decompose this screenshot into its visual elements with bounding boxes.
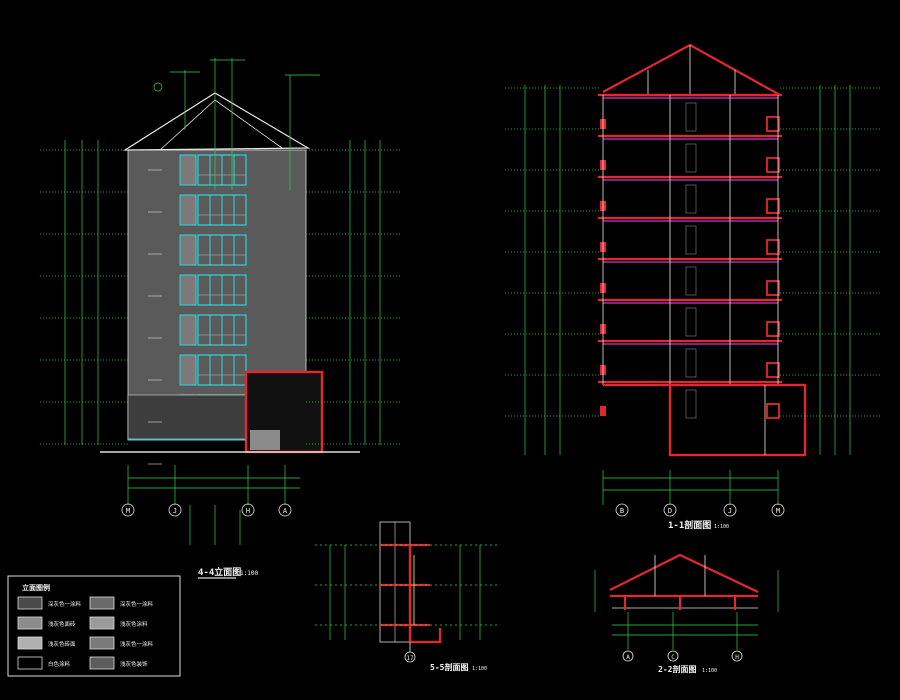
door-opening bbox=[685, 307, 697, 337]
balcony-cut bbox=[766, 280, 780, 296]
elevation-wall-panel bbox=[179, 314, 197, 346]
section-1-title: 1-1剖面图 bbox=[668, 519, 711, 531]
section-2-scale: 1:100 bbox=[702, 668, 717, 674]
legend-swatch bbox=[89, 636, 115, 650]
elevation-wall-panel bbox=[179, 354, 197, 386]
section-1-floor-slabs bbox=[598, 93, 782, 419]
elevation-leaders bbox=[153, 58, 320, 190]
legend-label: 浅灰色涂料 bbox=[120, 620, 148, 628]
elevation-bottom-dimensions bbox=[127, 465, 300, 545]
section-2-dimensions bbox=[594, 570, 779, 650]
elevation-title: 4-4立面图 bbox=[198, 566, 241, 578]
balcony-cut bbox=[766, 198, 780, 214]
legend-label: 浅灰色一涂料 bbox=[120, 640, 154, 648]
axis-label: J bbox=[173, 507, 177, 515]
elevation-scale: 1:100 bbox=[240, 570, 258, 577]
door-opening bbox=[685, 184, 697, 214]
elevation-grid-axes: M J H A bbox=[121, 503, 292, 517]
elevation-roof bbox=[122, 92, 311, 151]
legend-swatch bbox=[89, 656, 115, 670]
section-1-dimension-lines bbox=[505, 85, 880, 455]
axis-label: J bbox=[728, 507, 732, 515]
section-5-title: 5-5剖面图 bbox=[430, 662, 468, 672]
axis-label: D bbox=[668, 507, 672, 515]
balcony-cut bbox=[766, 157, 780, 173]
section-5-drawing: 17 5-5剖面图 1:100 bbox=[315, 521, 500, 672]
elevation-wall-panel bbox=[179, 194, 197, 226]
lintel-cut bbox=[600, 406, 606, 416]
balcony-cut bbox=[766, 239, 780, 255]
legend-label: 深灰色一涂料 bbox=[48, 600, 82, 608]
door-opening bbox=[685, 225, 697, 255]
axis-label: C bbox=[671, 654, 675, 661]
axis-label: 17 bbox=[406, 655, 414, 662]
elevation-floor-level-marks bbox=[40, 149, 400, 465]
legend-swatch bbox=[89, 616, 115, 630]
elevation-dimension-lines bbox=[64, 140, 381, 445]
door-opening bbox=[685, 143, 697, 173]
elevation-wall-panel bbox=[179, 234, 197, 266]
axis-label: H bbox=[735, 654, 739, 661]
elevation-roof-inner bbox=[159, 99, 283, 151]
axis-label: B bbox=[620, 507, 624, 515]
elevation-wall-panel bbox=[179, 274, 197, 306]
legend-label: 浅灰色装饰 bbox=[120, 660, 148, 668]
axis-label: H bbox=[246, 507, 250, 515]
section-1-grid-axes: B D J M bbox=[615, 503, 785, 517]
axis-label: A bbox=[283, 507, 288, 515]
section-1-drawing: B D J M 1-1剖面图 1:100 bbox=[505, 43, 880, 531]
legend-swatch bbox=[17, 616, 43, 630]
legend-label: 浅灰色面砖 bbox=[48, 620, 76, 628]
legend-label: 白色涂料 bbox=[48, 660, 71, 668]
legend-panel: 立面图例 深灰色一涂料深灰色一涂料浅灰色面砖浅灰色涂料浅灰色砖面浅灰色一涂料白色… bbox=[7, 575, 181, 677]
legend-swatch bbox=[17, 656, 43, 670]
axis-label: M bbox=[126, 507, 130, 515]
legend-swatch bbox=[17, 636, 43, 650]
balcony-cut bbox=[766, 116, 780, 132]
section-2-drawing: A C H 2-2剖面图 1:100 bbox=[594, 553, 779, 674]
section-1-basement bbox=[668, 383, 807, 457]
axis-label: M bbox=[776, 507, 780, 515]
section-1-roof bbox=[602, 43, 781, 96]
door-opening bbox=[685, 348, 697, 378]
elevation-ground-base bbox=[127, 394, 247, 440]
elevation-wall-panel bbox=[179, 154, 197, 186]
door-opening bbox=[685, 266, 697, 296]
legend-label: 浅灰色砖面 bbox=[48, 640, 76, 648]
legend-swatch bbox=[17, 596, 43, 610]
section-1-scale: 1:100 bbox=[714, 524, 729, 530]
axis-label: A bbox=[626, 654, 630, 661]
legend-items: 深灰色一涂料深灰色一涂料浅灰色面砖浅灰色涂料浅灰色砖面浅灰色一涂料白色涂料浅灰色… bbox=[17, 596, 154, 670]
legend-label: 深灰色一涂料 bbox=[120, 600, 154, 608]
elevation-drawing: M J H A 4-4立面图 1:100 bbox=[40, 58, 400, 579]
section-5-dimensions bbox=[315, 544, 500, 640]
section-5-scale: 1:100 bbox=[472, 666, 487, 672]
balcony-cut bbox=[766, 321, 780, 337]
balcony-cut bbox=[766, 403, 780, 419]
elevation-annex-entry bbox=[250, 430, 280, 450]
balcony-cut bbox=[766, 362, 780, 378]
legend-title: 立面图例 bbox=[22, 583, 50, 592]
door-opening bbox=[685, 389, 697, 419]
section-2-title: 2-2剖面图 bbox=[658, 664, 696, 674]
section-1-bottom-dimensions bbox=[602, 470, 779, 505]
door-opening bbox=[685, 102, 697, 132]
legend-swatch bbox=[89, 596, 115, 610]
